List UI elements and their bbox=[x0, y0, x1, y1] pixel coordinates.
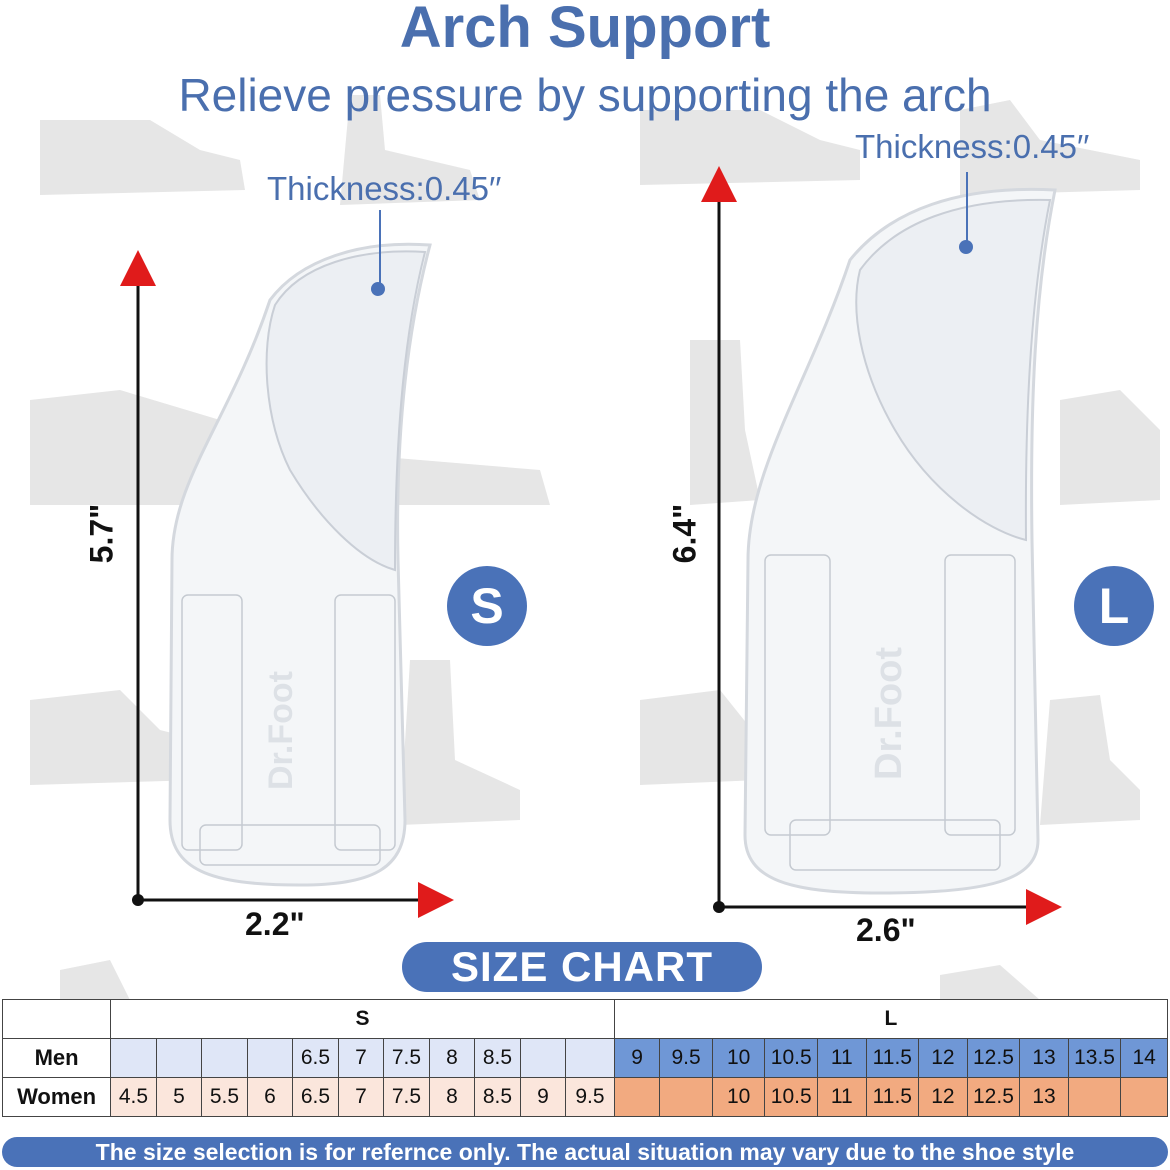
page-title: Arch Support bbox=[399, 0, 771, 60]
corner-cell bbox=[1, 999, 112, 1039]
table-cell: 14 bbox=[1120, 1038, 1168, 1078]
large-arch-pad bbox=[855, 198, 1052, 542]
table-cell: 5.5 bbox=[201, 1077, 248, 1117]
table-cell: 4.5 bbox=[110, 1077, 157, 1117]
large-brand-mark: Dr.Foot bbox=[868, 647, 910, 780]
size-l-badge: L bbox=[1074, 566, 1154, 646]
table-cell: 7.5 bbox=[383, 1077, 430, 1117]
table-cell: 11.5 bbox=[865, 1038, 920, 1078]
table-cell bbox=[613, 1077, 661, 1117]
large-insole-dot-pattern bbox=[764, 554, 1016, 871]
table-cell: 9 bbox=[613, 1038, 661, 1078]
table-cell: 6 bbox=[246, 1077, 294, 1117]
table-cell: 12.5 bbox=[966, 1077, 1021, 1117]
size-group-s: S bbox=[110, 999, 615, 1039]
men-label: Men bbox=[1, 1038, 112, 1078]
size-group-row: S L bbox=[1, 999, 1169, 1039]
table-cell: 13 bbox=[1019, 1038, 1069, 1078]
table-cell bbox=[1067, 1077, 1122, 1117]
large-width-label: 2.6" bbox=[856, 912, 916, 948]
table-cell: 10.5 bbox=[764, 1077, 819, 1117]
small-thickness-label: Thickness:0.45′′ bbox=[267, 170, 502, 207]
table-cell: 7 bbox=[337, 1077, 385, 1117]
table-cell: 10.5 bbox=[764, 1038, 819, 1078]
table-cell: 13.5 bbox=[1067, 1038, 1122, 1078]
table-cell: 12.5 bbox=[966, 1038, 1021, 1078]
large-thickness-label: Thickness:0.45′′ bbox=[855, 128, 1090, 165]
table-cell: 7.5 bbox=[383, 1038, 430, 1078]
page-subtitle: Relieve pressure by supporting the arch bbox=[178, 69, 992, 121]
table-cell: 8 bbox=[428, 1038, 476, 1078]
table-cell: 11 bbox=[817, 1077, 867, 1117]
table-cell: 9.5 bbox=[565, 1077, 615, 1117]
large-insole-figure bbox=[701, 166, 1062, 925]
table-cell: 12 bbox=[918, 1077, 968, 1117]
table-cell: 11 bbox=[817, 1038, 867, 1078]
table-cell: 8.5 bbox=[474, 1077, 521, 1117]
women-row: Women 4.5 5 5.5 6 6.5 7 7.5 8 8.5 9 9.5 … bbox=[1, 1077, 1168, 1117]
table-cell: 7 bbox=[337, 1038, 385, 1078]
size-chart-title: SIZE CHART bbox=[402, 942, 762, 992]
table-cell bbox=[110, 1038, 157, 1078]
footer-note: The size selection is for refernce only.… bbox=[2, 1137, 1168, 1167]
women-label: Women bbox=[1, 1077, 112, 1117]
table-cell: 10 bbox=[711, 1038, 766, 1078]
large-height-label: 6.4" bbox=[666, 503, 703, 564]
table-cell bbox=[155, 1038, 203, 1078]
size-group-l: L bbox=[613, 999, 1169, 1039]
small-arch-pad bbox=[265, 250, 427, 572]
table-cell: 11.5 bbox=[865, 1077, 920, 1117]
table-cell: 12 bbox=[918, 1038, 968, 1078]
table-cell: 8 bbox=[428, 1077, 476, 1117]
small-insole-dot-pattern bbox=[181, 594, 396, 866]
table-cell bbox=[1120, 1077, 1168, 1117]
table-cell bbox=[201, 1038, 248, 1078]
table-cell: 5 bbox=[155, 1077, 203, 1117]
table-cell: 6.5 bbox=[292, 1077, 339, 1117]
size-chart-table: S L Men 6.5 7 7.5 8 8.5 9 9.5 10 10.5 11… bbox=[1, 999, 1169, 1117]
table-cell: 13 bbox=[1019, 1077, 1069, 1117]
table-cell: 9 bbox=[519, 1077, 567, 1117]
table-cell bbox=[659, 1077, 713, 1117]
size-s-badge: S bbox=[447, 566, 527, 646]
table-cell: 6.5 bbox=[292, 1038, 339, 1078]
small-width-label: 2.2" bbox=[245, 906, 305, 942]
men-row: Men 6.5 7 7.5 8 8.5 9 9.5 10 10.5 11 11.… bbox=[1, 1038, 1168, 1078]
table-cell: 8.5 bbox=[474, 1038, 521, 1078]
table-cell bbox=[565, 1038, 615, 1078]
table-cell: 10 bbox=[711, 1077, 766, 1117]
table-cell bbox=[246, 1038, 294, 1078]
table-cell bbox=[519, 1038, 567, 1078]
table-cell: 9.5 bbox=[659, 1038, 713, 1078]
small-insole-figure bbox=[120, 210, 454, 918]
